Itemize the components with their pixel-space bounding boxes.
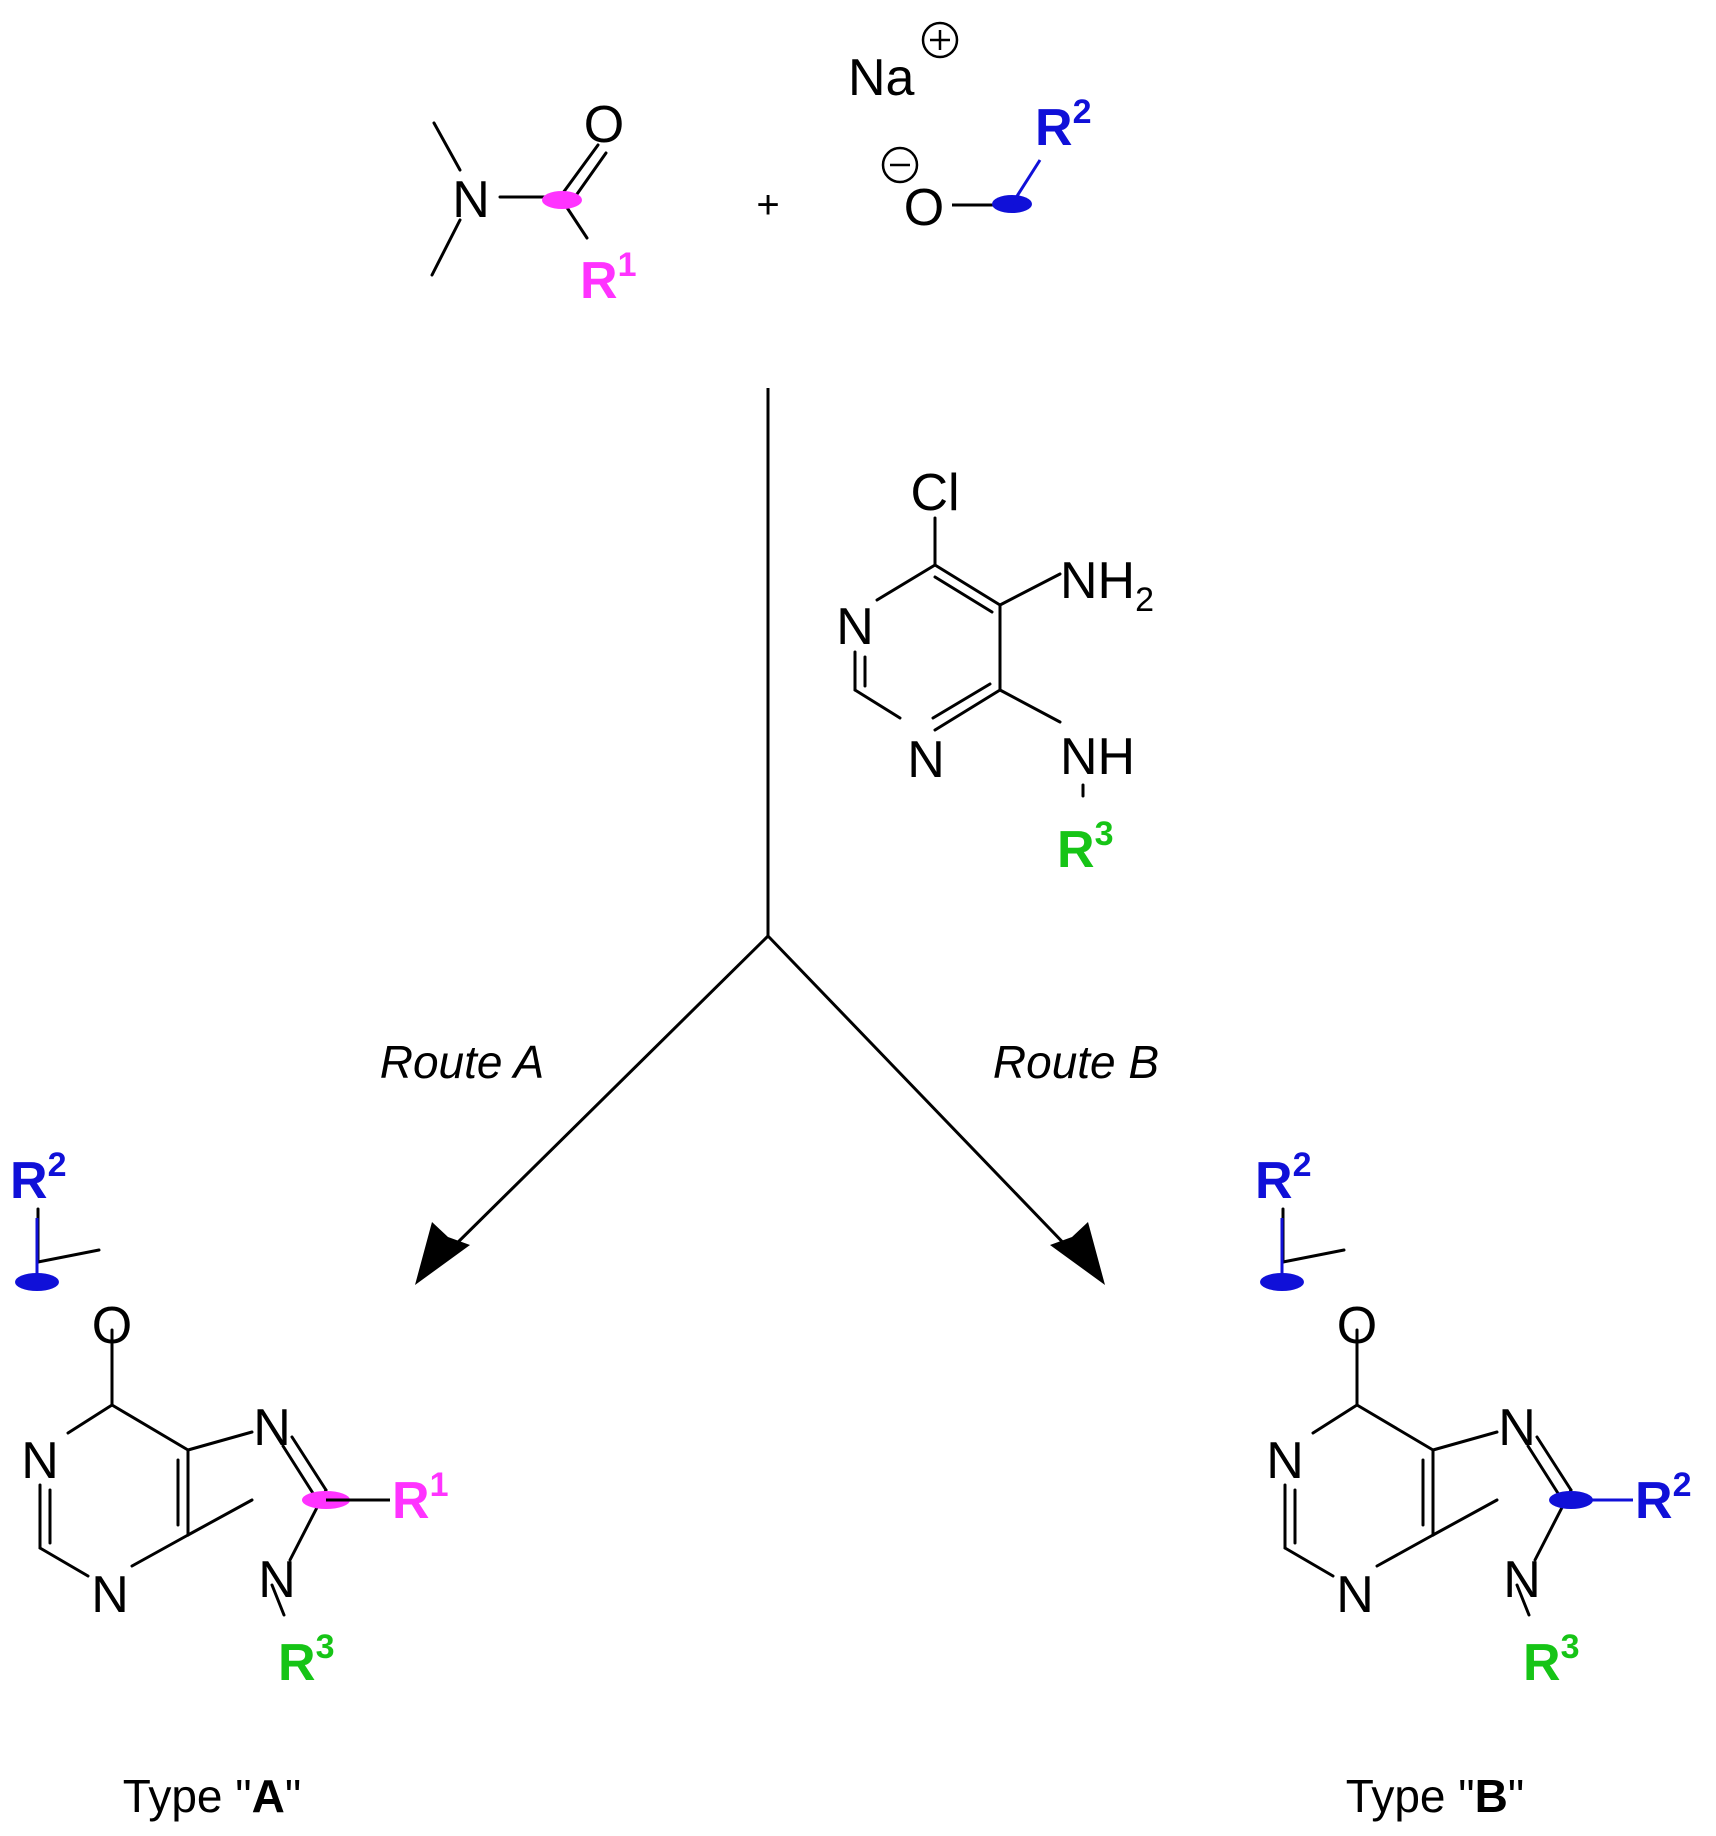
amino-group: NH2: [1060, 552, 1154, 619]
route-b-label: Route B: [993, 1036, 1159, 1088]
product-b-r3-label: R3: [1523, 1628, 1579, 1692]
chlorine-atom: Cl: [910, 464, 959, 522]
product-a-caption: Type "A": [123, 1770, 301, 1822]
product-b-r2-label-c8: R2: [1635, 1466, 1691, 1530]
route-b-arrow-shaft: [766, 934, 1077, 1257]
reactant-plus-sign: +: [756, 183, 779, 227]
r2-label-reactant: R2: [1035, 93, 1091, 157]
alkoxide-reactant: Na O R2: [848, 21, 1091, 237]
product-b-caption: Type "B": [1346, 1770, 1524, 1822]
product-a-r3-label: R3: [278, 1628, 334, 1692]
r3-label-reagent: R3: [1057, 815, 1113, 879]
r1-label: R1: [580, 246, 636, 310]
secondary-amine: NH: [1060, 728, 1135, 786]
product-type-a: R2 R1 R3 Type "A": [10, 1146, 448, 1822]
amide-carbon-marker: [542, 191, 582, 209]
route-a-label: Route A: [380, 1036, 545, 1088]
product-b-r2-label-top: R2: [1255, 1146, 1311, 1210]
negative-charge-circle: [881, 146, 919, 184]
product-a-r1-label: R1: [392, 1466, 448, 1530]
alkoxide-r2-bond: [1010, 159, 1042, 205]
amide-nitrogen: N: [452, 171, 490, 229]
sodium-atom: Na: [848, 49, 915, 107]
route-a-arrow-shaft: [443, 934, 770, 1257]
positive-charge-circle: [921, 21, 959, 59]
alkoxide-oxygen: O: [904, 179, 944, 237]
amide-reactant: N O R1: [430, 96, 636, 310]
route-b-arrowhead: [1050, 1222, 1105, 1285]
pyrimidine-nitrogen-1: N: [836, 598, 874, 656]
chloropyrimidine-reagent: Cl N N NH2 NH R3: [836, 464, 1154, 879]
route-a-arrowhead: [415, 1222, 470, 1285]
carbonyl-oxygen: O: [584, 96, 624, 154]
product-a-r2-label: R2: [10, 1146, 66, 1210]
product-type-b: R2 R2 R3 Type "B": [1255, 1146, 1691, 1822]
pyrimidine-nitrogen-3: N: [907, 731, 945, 789]
